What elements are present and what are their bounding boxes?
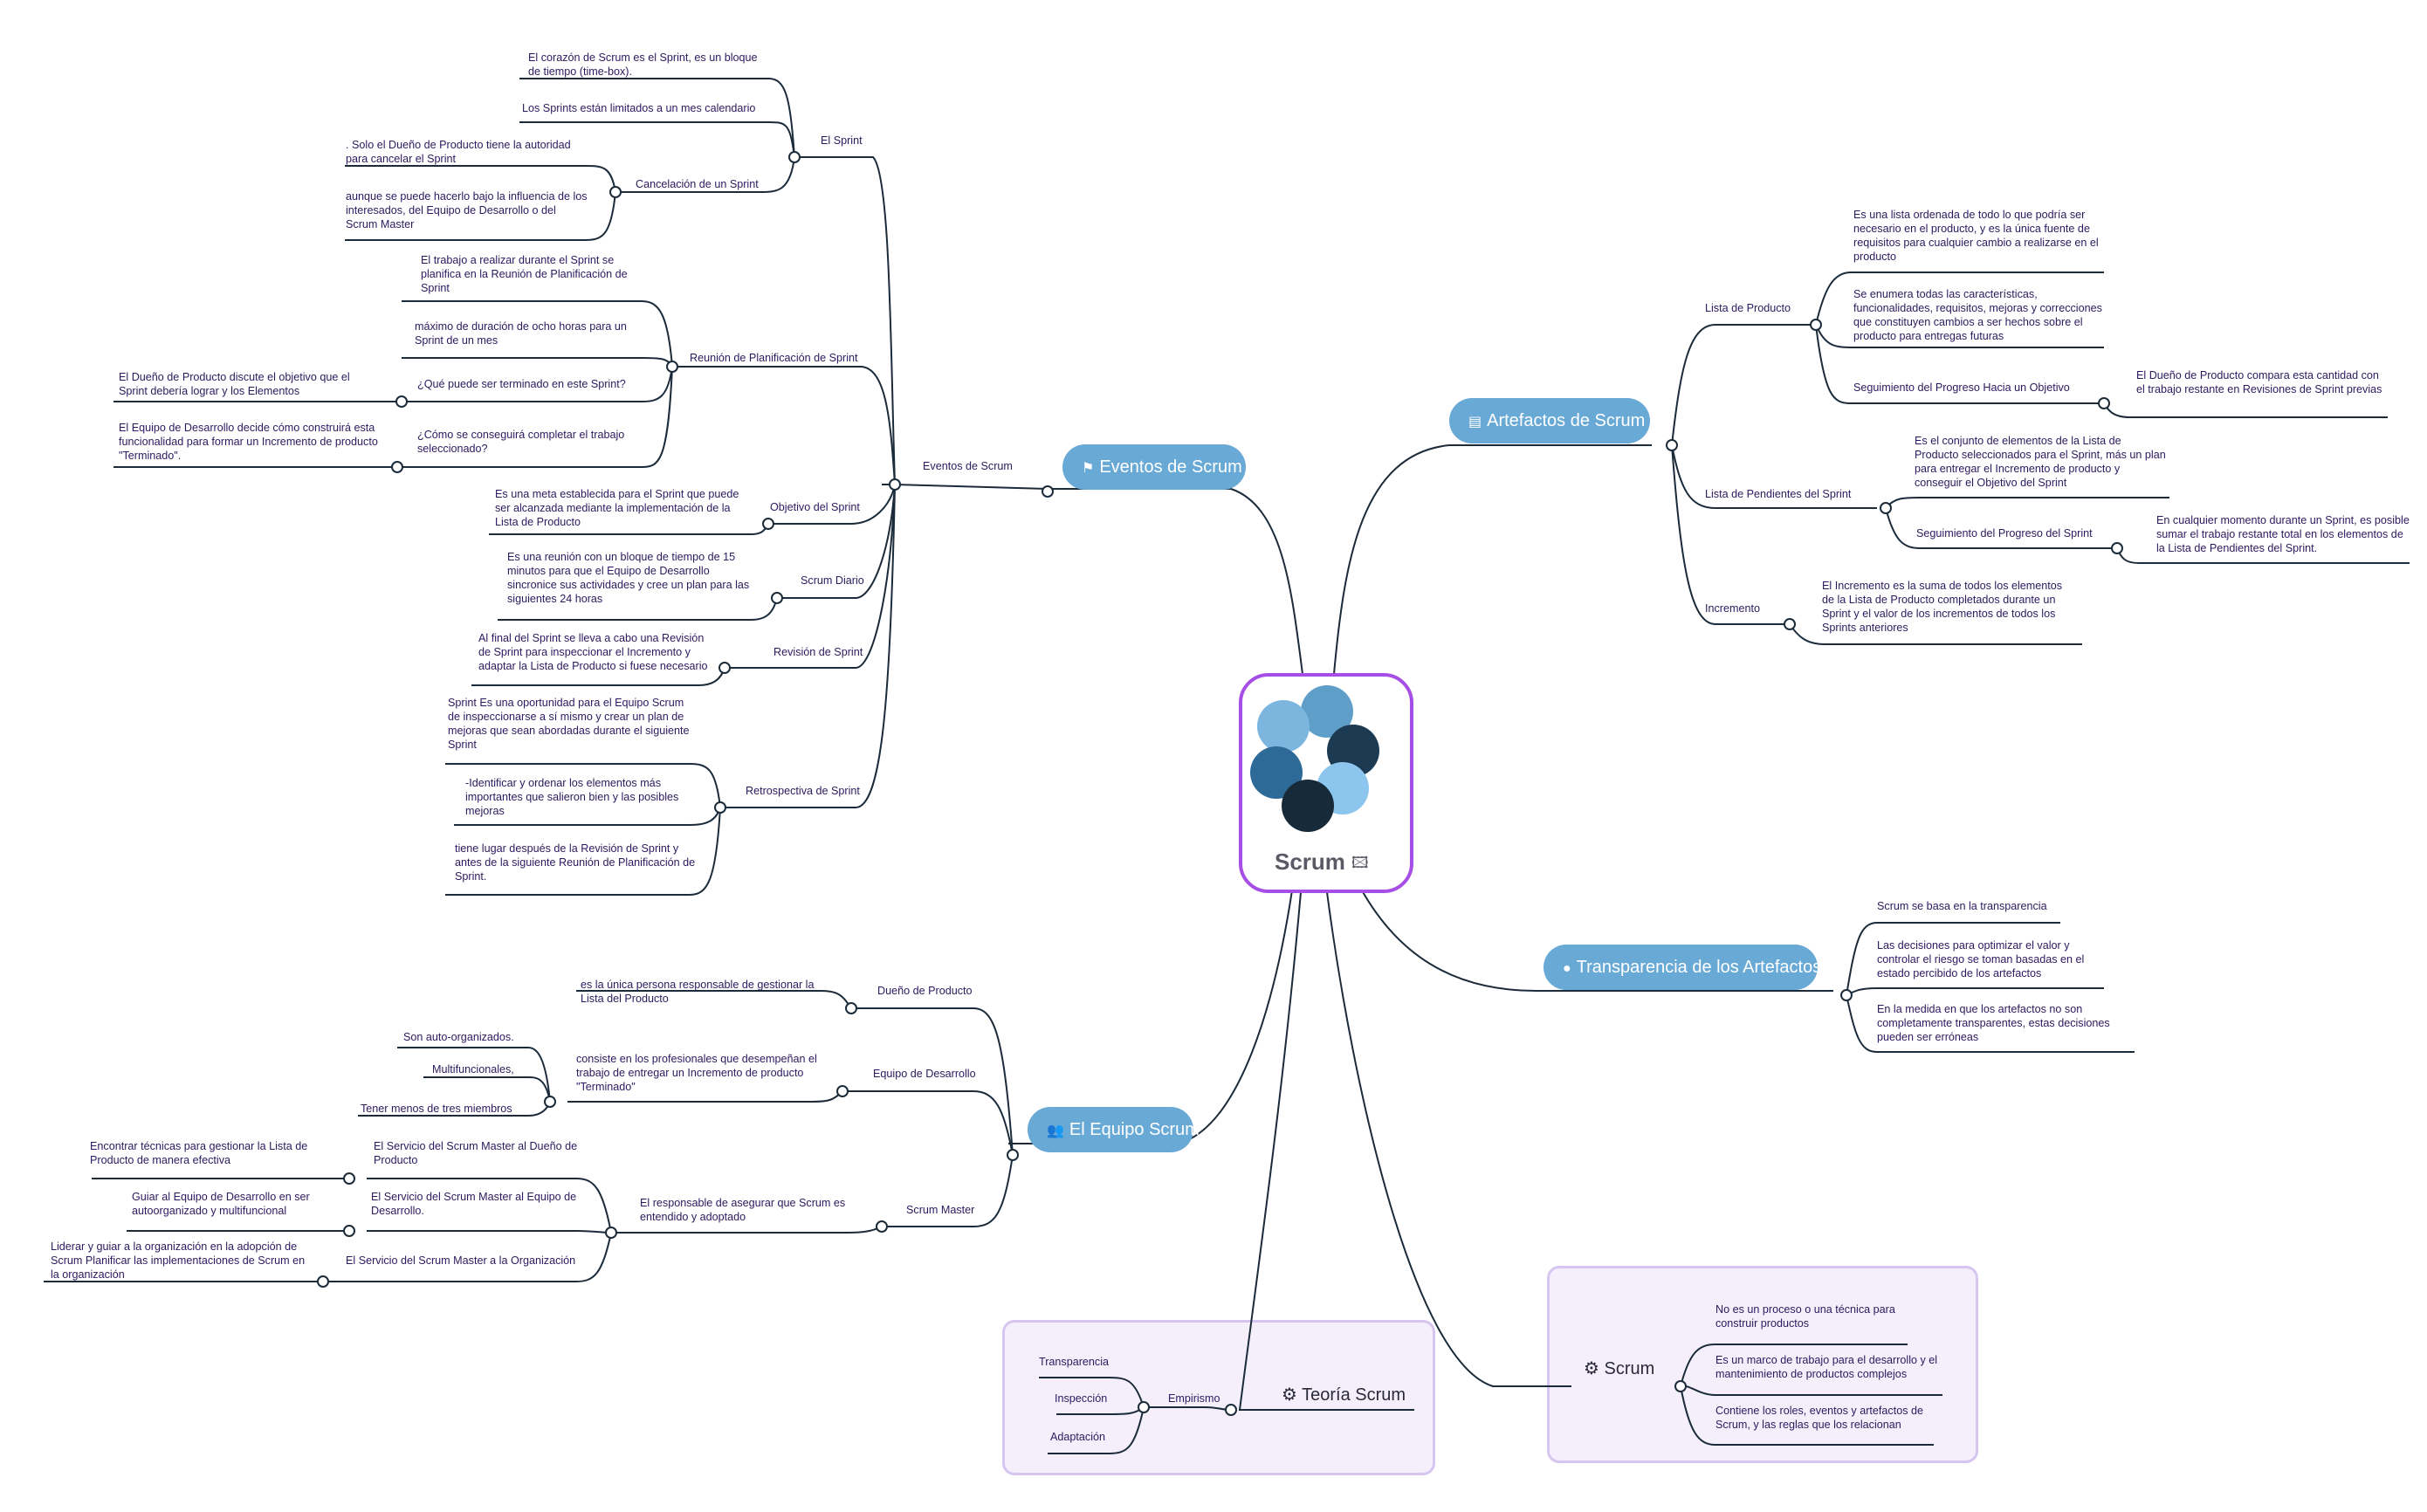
pb-tracking-detail: El Dueño de Producto compara esta cantid…	[2136, 369, 2382, 395]
pb-item: Seguimiento del Progreso Hacia un Objeti…	[1853, 381, 2070, 394]
scrum-def-item: Es un marco de trabajo para el desarroll…	[1715, 1354, 1938, 1380]
cancel-item: . Solo el Dueño de Producto tiene la aut…	[346, 139, 571, 165]
image-icon: 🖾	[1351, 854, 1369, 871]
retro-item: -Identificar y ordenar los elementos más…	[465, 777, 679, 817]
flag-icon: ⚑	[1082, 461, 1095, 476]
sb-tracking-detail: En cualquier momento durante un Sprint, …	[2156, 514, 2410, 554]
pb-item: Se enumera todas las características, fu…	[1853, 288, 2102, 342]
retro-item: Sprint Es una oportunidad para el Equipo…	[448, 697, 690, 751]
increment-detail: El Incremento es la suma de todos los el…	[1822, 580, 2063, 634]
eventos-hub[interactable]: Eventos de Scrum	[923, 460, 1013, 472]
pb-item: Es una lista ordenada de todo lo que pod…	[1853, 209, 2099, 263]
central-title: Scrum	[1275, 849, 1345, 875]
node-empirismo[interactable]: Empirismo	[1168, 1392, 1220, 1405]
sm-service: El Servicio del Scrum Master a la Organi…	[346, 1254, 576, 1267]
sb-item: Es el conjunto de elementos de la Lista …	[1915, 435, 2166, 489]
scrum-def-item: No es un proceso o una técnica para cons…	[1715, 1303, 1895, 1330]
node-retrospectiva[interactable]: Retrospectiva de Sprint	[746, 785, 860, 797]
node-dueno-producto[interactable]: Dueño de Producto	[877, 985, 973, 997]
sprint-item: El corazón de Scrum es el Sprint, es un …	[528, 52, 758, 78]
transparencia-item: Scrum se basa en la transparencia	[1877, 900, 2047, 912]
branch-teoria[interactable]: ⚙ Teoría Scrum	[1282, 1385, 1406, 1405]
cancel-item: aunque se puede hacerlo bajo la influenc…	[346, 190, 588, 230]
node-lista-producto[interactable]: Lista de Producto	[1705, 302, 1791, 314]
planning-item: máximo de duración de ocho horas para un…	[415, 320, 627, 347]
transparencia-item: Las decisiones para optimizar el valor y…	[1877, 939, 2085, 979]
teoria-frame	[1002, 1320, 1435, 1475]
branch-artefactos[interactable]: ▤Artefactos de Scrum	[1449, 398, 1650, 443]
dev-detail: consiste en los profesionales que desemp…	[576, 1053, 817, 1093]
pillar-item: Inspección	[1055, 1392, 1108, 1405]
node-revision[interactable]: Revisión de Sprint	[773, 646, 863, 658]
node-scrum-diario[interactable]: Scrum Diario	[801, 574, 864, 587]
transparencia-item: En la medida en que los artefactos no so…	[1877, 1003, 2110, 1043]
sm-detail: El responsable de asegurar que Scrum es …	[640, 1197, 846, 1223]
gear-icon: ⚙	[1282, 1385, 1297, 1405]
branch-eventos[interactable]: ⚑Eventos de Scrum	[1062, 444, 1246, 490]
sm-service: El Servicio del Scrum Master al Dueño de…	[374, 1140, 578, 1166]
pillar-item: Adaptación	[1050, 1431, 1106, 1443]
sm-service-detail: Guiar al Equipo de Desarrollo en ser aut…	[132, 1191, 310, 1217]
sprint-item: Los Sprints están limitados a un mes cal…	[522, 102, 756, 114]
branch-equipo[interactable]: 👥El Equipo Scrum	[1028, 1107, 1200, 1152]
pillar-item: Transparencia	[1039, 1356, 1110, 1368]
branch-transparencia[interactable]: ●Transparencia de los Artefactos	[1544, 945, 1821, 990]
sm-service-detail: Encontrar técnicas para gestionar la Lis…	[90, 1140, 308, 1166]
dev-trait: Multifuncionales,	[432, 1063, 514, 1076]
dev-trait: Tener menos de tres miembros	[361, 1103, 512, 1115]
dev-trait: Son auto-organizados.	[403, 1031, 514, 1043]
goal-detail: Es una meta establecida para el Sprint q…	[495, 488, 739, 528]
people-icon: 👥	[1047, 1124, 1064, 1138]
branch-scrum-def[interactable]: ⚙ Scrum	[1584, 1359, 1655, 1378]
planning-item: ¿Cómo se conseguirá completar el trabajo…	[417, 429, 625, 455]
node-incremento[interactable]: Incremento	[1705, 602, 1760, 615]
scrum-def-item: Contiene los roles, eventos y artefactos…	[1715, 1405, 1924, 1431]
sb-item: Seguimiento del Progreso del Sprint	[1916, 527, 2093, 540]
circle-icon: ●	[1563, 961, 1571, 976]
planning-detail: El Dueño de Producto discute el objetivo…	[119, 371, 350, 397]
node-objetivo[interactable]: Objetivo del Sprint	[770, 501, 860, 513]
scrum-def-frame	[1547, 1266, 1978, 1463]
daily-detail: Es una reunión con un bloque de tiempo d…	[507, 551, 750, 605]
node-cancelacion[interactable]: Cancelación de un Sprint	[636, 178, 759, 190]
sm-service: El Servicio del Scrum Master al Equipo d…	[371, 1191, 577, 1217]
node-el-sprint[interactable]: El Sprint	[821, 134, 863, 147]
node-equipo-desarrollo[interactable]: Equipo de Desarrollo	[873, 1068, 976, 1080]
gear-icon: ⚙	[1584, 1359, 1599, 1378]
scrum-logo-icon	[1250, 685, 1379, 832]
review-detail: Al final del Sprint se lleva a cabo una …	[478, 632, 708, 672]
document-icon: ▤	[1468, 415, 1482, 430]
po-detail: es la única persona responsable de gesti…	[581, 979, 815, 1005]
planning-item: El trabajo a realizar durante el Sprint …	[421, 254, 628, 294]
retro-item: tiene lugar después de la Revisión de Sp…	[455, 842, 696, 883]
sm-service-detail: Liderar y guiar a la organización en la …	[51, 1241, 306, 1281]
node-lista-pendientes[interactable]: Lista de Pendientes del Sprint	[1705, 488, 1852, 500]
planning-detail: El Equipo de Desarrollo decide cómo cons…	[119, 422, 378, 462]
node-scrum-master[interactable]: Scrum Master	[906, 1204, 975, 1216]
node-planificacion[interactable]: Reunión de Planificación de Sprint	[690, 352, 858, 364]
planning-item: ¿Qué puede ser terminado en este Sprint?	[417, 378, 626, 390]
